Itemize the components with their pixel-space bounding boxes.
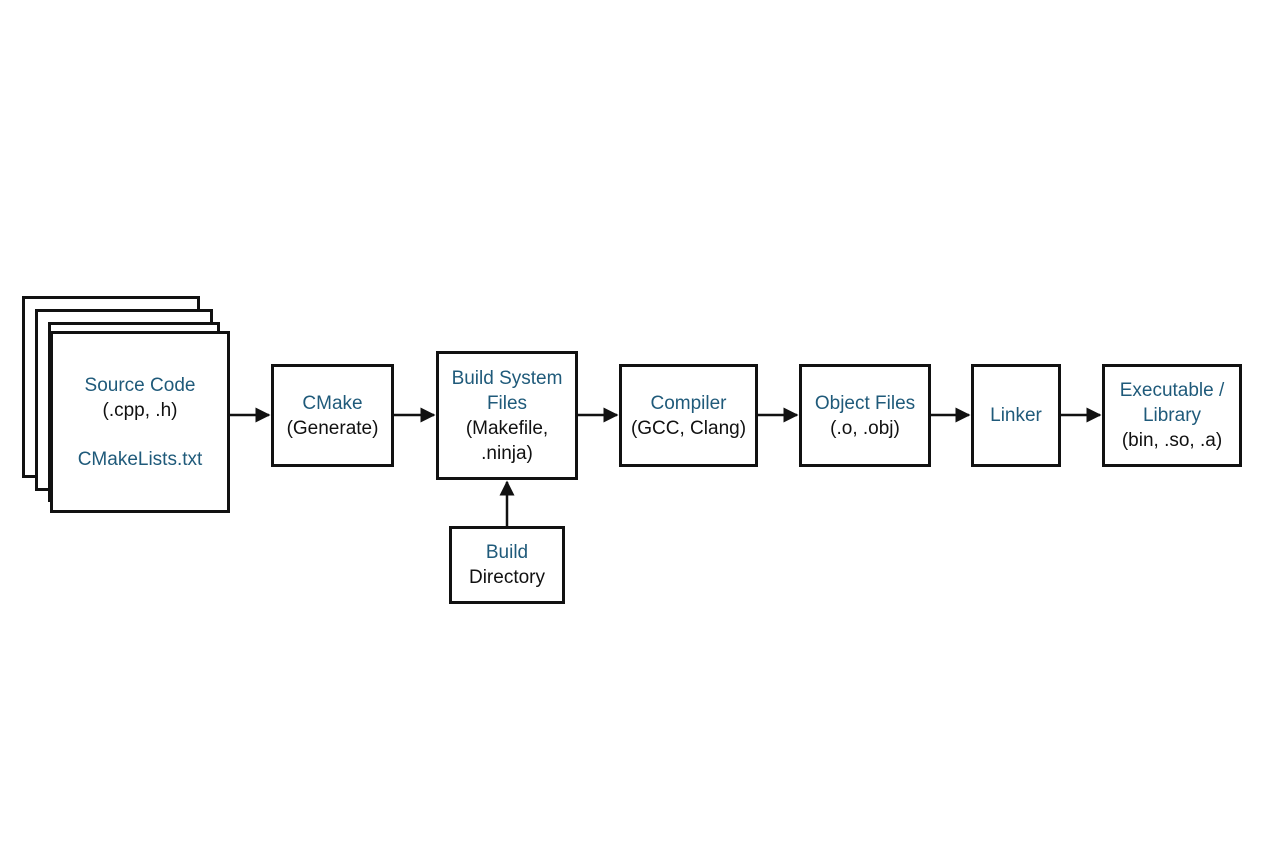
- cmakelists-label: CMakeLists.txt: [77, 448, 203, 470]
- object-files-node: Object Files (.o, .obj): [799, 364, 931, 467]
- linker-node: Linker: [971, 364, 1061, 467]
- output-title-line2: Library: [1142, 405, 1202, 426]
- compiler-node: Compiler (GCC, Clang): [619, 364, 758, 467]
- build-directory-subtitle: Directory: [468, 567, 545, 588]
- compiler-subtitle: (GCC, Clang): [630, 417, 747, 439]
- build-system-subtitle-line2: .ninja): [481, 442, 533, 464]
- source-code-title: Source Code: [84, 374, 196, 396]
- build-system-files-node: Build System Files (Makefile, .ninja): [436, 351, 578, 480]
- object-files-subtitle: (.o, .obj): [830, 417, 900, 439]
- cmake-subtitle: (Generate): [286, 417, 379, 439]
- build-system-title-line2: Files: [486, 392, 528, 414]
- build-system-subtitle-line1: (Makefile,: [465, 417, 549, 439]
- build-directory-node: Build Directory: [449, 526, 565, 604]
- cmake-node: CMake (Generate): [271, 364, 394, 467]
- output-node: Executable / Library (bin, .so, .a): [1102, 364, 1242, 467]
- source-code-extensions: (.cpp, .h): [102, 399, 178, 421]
- compiler-title: Compiler: [650, 392, 727, 414]
- linker-title: Linker: [990, 405, 1042, 426]
- object-files-title: Object Files: [814, 392, 916, 414]
- source-code-node: Source Code (.cpp, .h) CMakeLists.txt: [50, 331, 230, 513]
- build-directory-title: Build: [485, 542, 529, 563]
- cmake-title: CMake: [302, 392, 363, 414]
- build-system-title-line1: Build System: [451, 367, 563, 389]
- output-title-line1: Executable /: [1119, 380, 1225, 401]
- output-subtitle: (bin, .so, .a): [1121, 430, 1223, 451]
